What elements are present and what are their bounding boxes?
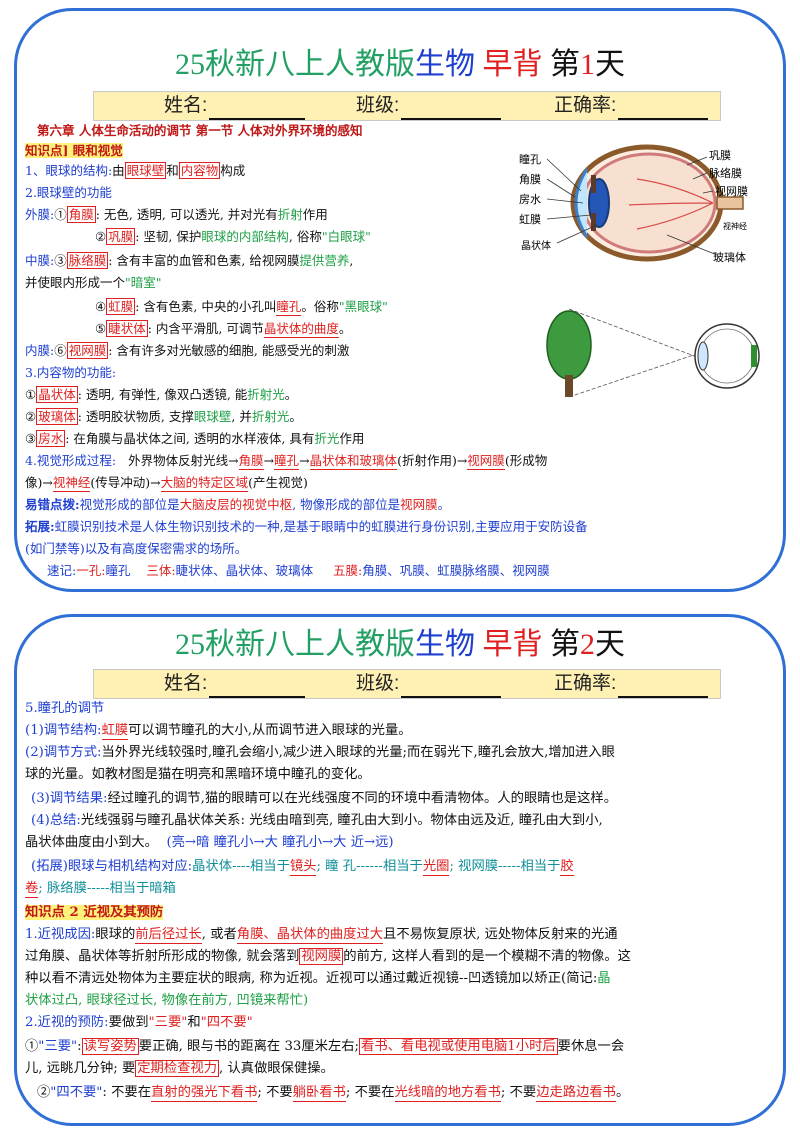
score-field[interactable]: 正确率: [554,92,709,120]
extension-line1: 拓展:虹膜识别技术是人体生物识别技术的一种,是基于眼睛中的虹膜进行身份识别,主要… [25,519,588,534]
three-musts-line2: 儿, 远眺几分钟; 要定期检查视力, 认真做眼保健操。 [25,1060,334,1077]
label-vitreous: 玻璃体 [713,250,746,264]
middle-membrane-darkroom: 并使眼内形成一个"暗室" [25,275,162,290]
label-iris: 虹膜 [519,213,541,226]
label-aqueous: 房水 [519,193,541,206]
adjust-summary-line2: 晶状体曲度由小到大。 (亮→暗 瞳孔小→大 瞳孔小→大 近→远) [25,835,394,850]
label-line-iris [546,214,592,220]
optic-nerve-shape [716,196,744,210]
label-pupil: 瞳孔 [519,152,541,166]
label-line-aqueous [546,198,584,204]
label-choroid: 脉络膜 [709,166,742,180]
camera-analogy-line1: (拓展)眼球与相机结构对应:晶状体----相当于镜头; 瞳 孔------相当于… [31,859,574,876]
iris-shape [591,175,596,193]
label-line-vitreous [666,234,718,256]
vision-process-line2: 像)→视神经(传导冲动)→大脑的特定区域(产生视觉) [25,475,308,492]
pupil-adjust-heading: 5.瞳孔的调节 [25,701,105,716]
label-line-choroid [692,172,708,180]
light-ray-top [568,308,730,370]
knowledge-tag-2: 知识点 2 近视及其预防 [25,905,164,920]
label-line-lens [556,224,598,244]
lens-small [697,341,709,371]
myopia-cause-line1: 1.近视成因:眼球的前后径过长, 或者角膜、晶状体的曲度过大且不易恢复原状, 远… [25,927,618,944]
four-donts-line: ②"四不要": 不要在直射的强光下看书; 不要躺卧看书; 不要在光线暗的地方看书… [37,1085,630,1102]
retina-vessels [628,178,714,230]
adjust-result: (3)调节结果:经过瞳孔的调节,猫的眼睛可以在光线强度不同的环境中看清物体。人的… [31,791,618,806]
score-field-2[interactable]: 正确率: [554,670,709,698]
name-field[interactable]: 姓名: [164,92,306,120]
day2-card: 25秋新八上人教版生物 早背 第2天 姓名: 班级: 正确率: 5.瞳孔的调节 … [14,614,786,1126]
student-info-bar-2: 姓名: 班级: 正确率: [93,669,721,699]
eye-cross-section-diagram: 瞳孔 角膜 房水 虹膜 晶状体 巩膜 脉络膜 视网膜 视神经 玻璃体 [519,144,748,264]
myopia-prevention-heading: 2.近视的预防:要做到"三要"和"四不要" [25,1015,253,1030]
eye-wall-heading: 2.眼球壁的功能 [25,185,112,200]
label-line-cornea [546,178,576,198]
image-formation-diagram [546,308,760,398]
chapter-heading: 第六章 人体生命活动的调节 第一节 人体对外界环境的感知 [37,123,363,138]
quick-memo: 速记:一孔:瞳孔 三体:睫状体、晶状体、玻璃体 五膜:角膜、巩膜、虹膜脉络膜、视… [47,563,550,578]
adjust-method-line1: (2)调节方式:当外界光线较强时,瞳孔会缩小,减少进入眼球的光量;而在弱光下,瞳… [25,745,615,760]
contents-heading: 3.内容物的功能: [25,365,117,380]
three-musts-line1: ①"三要":读写姿势要正确, 眼与书的距离在 33厘米左右;看书、看电视或使用电… [25,1038,625,1055]
knowledge-tag-1: 知识点] 眼和视觉 [25,143,123,158]
day1-title: 25秋新八上人教版生物 早背 第1天 [175,48,625,81]
label-retina: 视网膜 [715,184,748,198]
label-line-retina [702,190,714,194]
label-lens: 晶状体 [521,239,551,252]
label-optic-nerve: 视神经 [723,221,747,231]
label-line-sclera [686,156,708,166]
camera-analogy-line2: 卷; 脉络膜-----相当于暗箱 [25,881,176,898]
class-field[interactable]: 班级: [356,92,502,120]
tree-trunk [565,375,573,397]
student-info-bar: 姓名: 班级: 正确率: [93,91,721,121]
day1-card: 25秋新八上人教版生物 早背 第1天 姓名: 班级: 正确率: 第六章 人体生命… [14,8,786,592]
iris-shape-lower [591,213,596,231]
myopia-cause-line3: 种以看不清远处物体为主要症状的眼病, 称为近视。近视可以通过戴近视镜--凹透镜加… [25,971,611,986]
myopia-cause-line4: 状体过凸, 眼球径过长, 物像在前方, 凹镜来帮忙) [25,993,309,1008]
mistake-tip: 易错点拨:视觉形成的部位是大脑皮层的视觉中枢, 物像形成的部位是视网膜。 [25,497,451,512]
extension-line2: (如门禁等)以及有高度保密需求的场所。 [25,541,248,556]
adjust-method-line2: 球的光量。如教材图是猫在明亮和黑暗环境中瞳孔的变化。 [25,767,371,782]
label-cornea: 角膜 [519,173,541,186]
label-sclera: 巩膜 [709,149,731,162]
name-field-2[interactable]: 姓名: [164,670,306,698]
tree-crown [546,310,592,380]
day2-title: 25秋新八上人教版生物 早背 第2天 [175,628,625,661]
adjust-summary-line1: (4)总结:光线强弱与瞳孔晶状体关系: 光线由暗到亮, 瞳孔由大到小。物体由远及… [31,813,603,828]
vision-process-line1: 4.视觉形成过程: 外界物体反射光线→角膜→瞳孔→晶状体和玻璃体(折射作用)→视… [25,453,548,470]
eye-structure-line: 1、眼球的结构:由眼球壁和内容物构成 [25,162,246,179]
class-field-2[interactable]: 班级: [356,670,502,698]
eyeball-small [694,323,760,389]
adjust-structure: (1)调节结构:虹膜可以调节瞳孔的大小,从而调节进入眼球的光量。 [25,723,412,740]
inverted-image [751,345,757,367]
label-line-pupil [546,158,582,192]
myopia-cause-line2: 过角膜、晶状体等折射所形成的物像, 就会落到视网膜的前方, 这样人看到的是一个模… [25,948,631,965]
